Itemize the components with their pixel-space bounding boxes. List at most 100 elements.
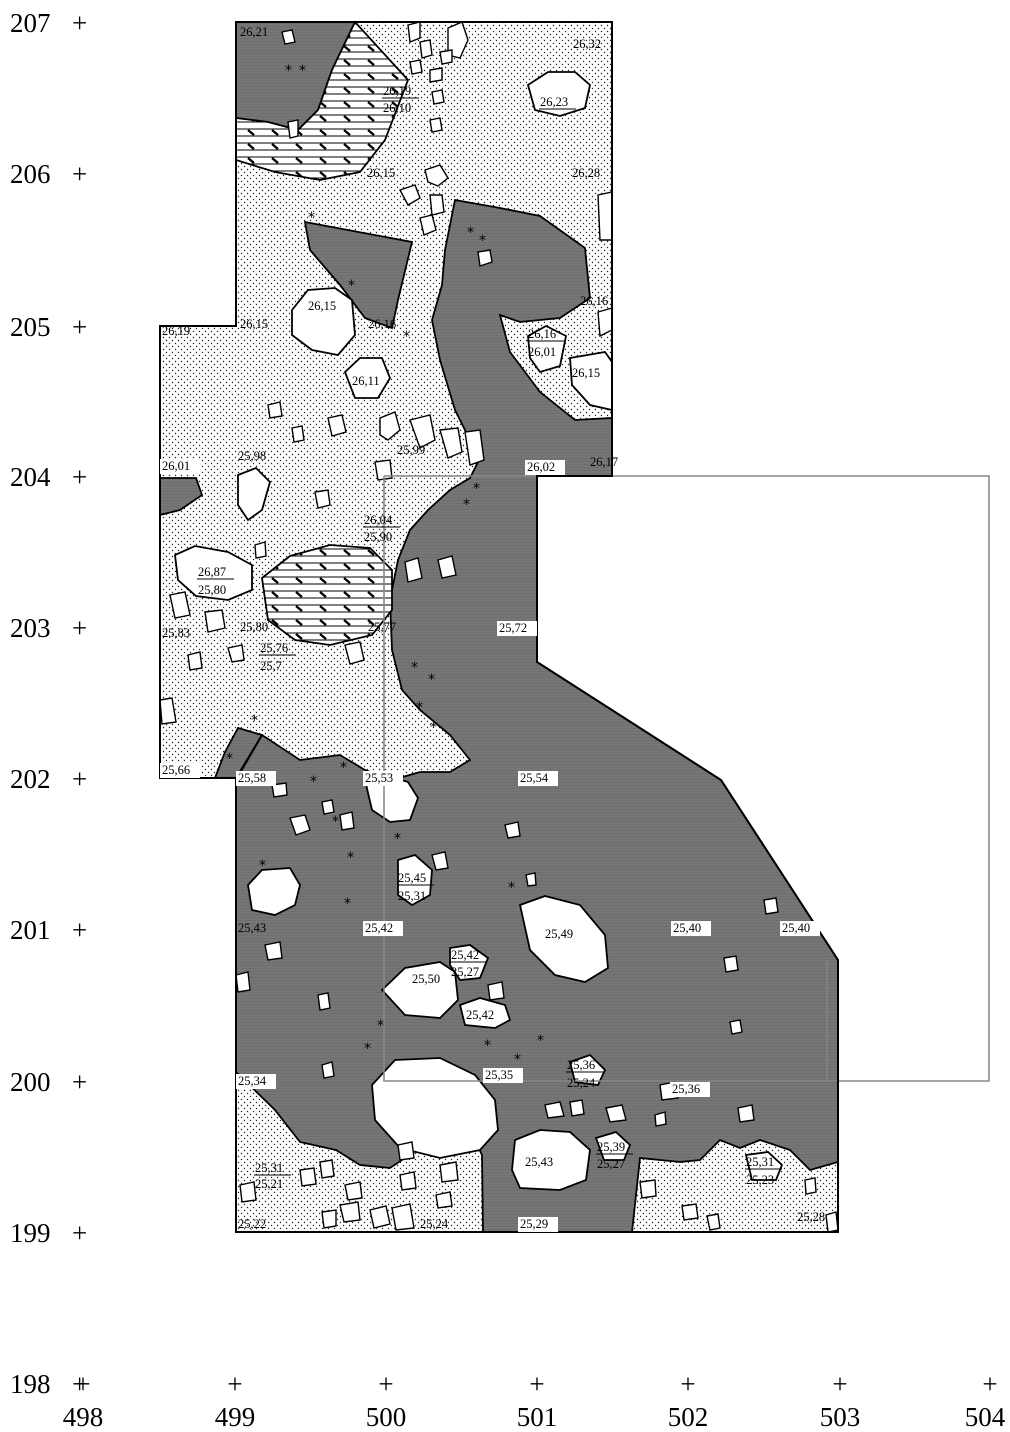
- x-axis-label: 502: [668, 1402, 709, 1432]
- pebble: [159, 697, 177, 725]
- svg-text:25,83: 25,83: [162, 626, 190, 640]
- svg-text:25,99: 25,99: [397, 443, 425, 457]
- y-axis-tick: +: [72, 764, 87, 794]
- svg-text:26,16: 26,16: [368, 317, 396, 331]
- stones-layer: [174, 71, 784, 1191]
- svg-text:*: *: [416, 700, 423, 716]
- pebble: [379, 411, 401, 441]
- svg-text:26,02: 26,02: [527, 460, 555, 474]
- elevation-label: 25,24: [420, 1217, 449, 1231]
- x-axis-label: 499: [215, 1402, 256, 1432]
- pebble: [369, 1205, 391, 1229]
- elevation-label: 25,58: [236, 771, 276, 786]
- svg-text:25,34: 25,34: [238, 1074, 267, 1088]
- elevation-label: 25,45: [397, 871, 434, 886]
- svg-text:25,31: 25,31: [255, 1161, 283, 1175]
- svg-text:*: *: [463, 497, 470, 513]
- elevation-label: 25,27: [451, 965, 479, 979]
- stone-upper-mid: [291, 287, 356, 356]
- elevation-label: 25,72: [497, 621, 537, 636]
- svg-text:26,17: 26,17: [590, 455, 618, 469]
- elevation-label: 25,35: [483, 1068, 523, 1083]
- elevation-label: 26,02: [525, 460, 565, 475]
- y-axis: 207+206+205+204+203+202+201+200+199+198+: [10, 8, 87, 1399]
- pebble: [431, 89, 445, 105]
- svg-text:*: *: [308, 210, 315, 226]
- pebble: [239, 1181, 257, 1203]
- stone-lower-9: [568, 1053, 607, 1086]
- svg-text:26,19: 26,19: [162, 324, 190, 338]
- x-axis-label: 503: [820, 1402, 861, 1432]
- stone-lower-4: [371, 1057, 499, 1159]
- pebble: [439, 1161, 459, 1183]
- svg-text:25,49: 25,49: [545, 927, 573, 941]
- stone-lower-2: [380, 961, 459, 1019]
- excavation-outline: [159, 21, 839, 1233]
- pebble: [419, 214, 437, 236]
- pebble: [317, 992, 331, 1011]
- pebble: [227, 644, 245, 663]
- elevation-label: 25,27: [597, 1157, 625, 1171]
- x-axis-label: 498: [63, 1402, 104, 1432]
- svg-text:*: *: [484, 1038, 491, 1054]
- svg-text:*: *: [340, 760, 347, 776]
- stone-lower-5: [511, 1129, 591, 1191]
- svg-text:25,43: 25,43: [525, 1155, 553, 1169]
- svg-text:25,53: 25,53: [365, 771, 393, 785]
- svg-text:*: *: [364, 1041, 371, 1057]
- svg-text:25,45: 25,45: [398, 871, 426, 885]
- svg-text:*: *: [403, 329, 410, 345]
- svg-text:25,80: 25,80: [240, 620, 268, 634]
- pebble: [339, 1201, 361, 1223]
- svg-text:26,15: 26,15: [367, 166, 395, 180]
- elevation-label: 25,80: [198, 583, 226, 597]
- elevation-label: 26,32: [573, 37, 601, 51]
- pebble: [429, 67, 443, 83]
- pebble: [654, 1111, 667, 1127]
- elevation-label: 26,17: [590, 455, 618, 469]
- svg-text:26,19: 26,19: [383, 84, 411, 98]
- svg-text:*: *: [428, 672, 435, 688]
- pebble: [407, 21, 421, 43]
- svg-text:25,36: 25,36: [672, 1082, 700, 1096]
- elevation-label: 25,83: [162, 626, 190, 640]
- pebble: [374, 459, 393, 481]
- elevation-label: 26,01: [160, 459, 200, 474]
- pebble: [264, 941, 283, 961]
- elevation-label: 25,42: [450, 948, 487, 963]
- pebble: [424, 164, 449, 187]
- svg-text:*: *: [430, 720, 437, 736]
- svg-text:26,87: 26,87: [198, 565, 226, 579]
- stone-lower-3: [458, 997, 512, 1029]
- pebble: [291, 425, 305, 443]
- elevation-label: 26,01: [528, 345, 556, 359]
- svg-text:*: *: [508, 880, 515, 896]
- pebble: [525, 872, 537, 887]
- elevation-label: 25,34: [236, 1074, 276, 1089]
- svg-text:25,40: 25,40: [673, 921, 701, 935]
- pebble: [639, 1179, 657, 1199]
- svg-text:25,66: 25,66: [162, 763, 190, 777]
- elevation-label: 25,40: [780, 921, 820, 936]
- svg-text:25,31: 25,31: [398, 889, 426, 903]
- y-axis-tick: +: [72, 1218, 87, 1248]
- y-axis-label: 204: [10, 462, 51, 492]
- y-axis-label: 206: [10, 159, 51, 189]
- pebble: [254, 541, 267, 559]
- charcoal-marks: ** ** ** ** ** ** ** ** ** ** ** ** ** *…: [226, 63, 544, 1068]
- svg-text:26,11: 26,11: [352, 374, 380, 388]
- elevation-label: 25,21: [255, 1177, 283, 1191]
- stone-mid-1: [343, 357, 392, 399]
- pebble: [391, 1203, 415, 1231]
- elevation-label: 26,10: [383, 101, 411, 115]
- elevation-label: 25,40: [671, 921, 711, 936]
- pebble: [723, 955, 739, 973]
- svg-text:*: *: [310, 774, 317, 790]
- svg-text:*: *: [514, 1052, 521, 1068]
- elevation-label: 25,77: [368, 620, 396, 634]
- svg-text:*: *: [299, 63, 306, 79]
- pebble: [439, 49, 453, 65]
- svg-text:25,27: 25,27: [451, 965, 479, 979]
- pebble: [825, 1211, 839, 1233]
